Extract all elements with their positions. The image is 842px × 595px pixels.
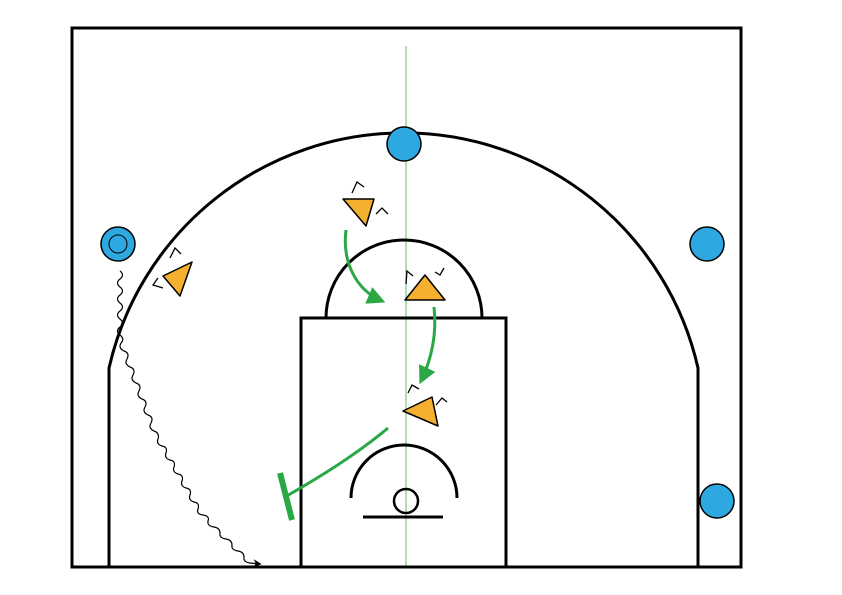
defense-player-low-post — [402, 384, 448, 427]
paint-lane — [299, 316, 508, 569]
screen-path — [284, 426, 389, 499]
rotation-top-to-elbow-arrow — [343, 229, 386, 304]
offense-player-ball-handler — [100, 226, 136, 262]
defense-player-elbow — [404, 267, 446, 301]
three-point-line — [107, 131, 700, 567]
offense-player-right-corner — [699, 483, 735, 519]
offense-player-right-wing — [689, 226, 725, 262]
basket-rim — [392, 487, 420, 515]
defense-players — [151, 181, 448, 427]
play-actions — [116, 229, 437, 568]
rotation-elbow-to-post-arrow — [419, 306, 437, 385]
restricted-arc — [349, 443, 459, 499]
offense-player-top — [386, 126, 422, 162]
defense-player-left — [151, 246, 193, 297]
screen-bar — [277, 472, 295, 521]
free-throw-circle — [324, 238, 484, 319]
dribble-drive-path — [116, 270, 262, 568]
offense-players — [100, 126, 735, 519]
ball-icon — [108, 234, 128, 254]
defense-player-top — [342, 181, 389, 227]
court — [70, 26, 743, 569]
